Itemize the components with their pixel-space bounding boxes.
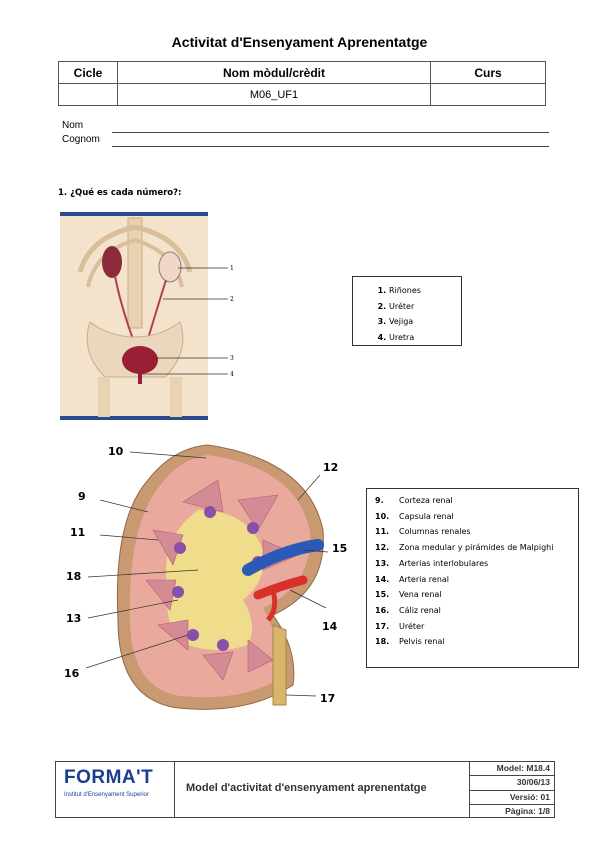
question-1: 1. ¿Qué es cada número?:: [58, 188, 182, 198]
answer-item: 16.Cáliz renal: [375, 605, 441, 615]
col-cicle: Cicle: [58, 61, 118, 84]
cicle-value[interactable]: [58, 83, 118, 106]
answer-item: Vejiga: [389, 314, 461, 330]
fig2-number: 10: [108, 445, 124, 458]
formaT-logo: FORMA'T Institut d'Ensenyament Superior: [56, 762, 175, 817]
fig2-number: 9: [78, 490, 86, 503]
fig2-number: 17: [320, 692, 335, 705]
modul-value[interactable]: M06_UF1: [117, 83, 431, 106]
col-modul: Nom mòdul/crèdit: [117, 61, 431, 84]
page-footer: FORMA'T Institut d'Ensenyament Superior …: [55, 761, 555, 818]
header-table: Cicle Nom mòdul/crèdit Curs M06_UF1: [58, 61, 546, 106]
answer-item: Riñones: [389, 283, 461, 299]
cognom-field[interactable]: [112, 146, 549, 147]
logo-text: FORMA'T: [64, 767, 154, 788]
answer-item: 13.Arterias interlobulares: [375, 558, 489, 568]
logo-subtitle: Institut d'Ensenyament Superior: [64, 792, 149, 798]
answers-box-2: 9.Corteza renal 10.Capsula renal 11.Colu…: [366, 488, 579, 668]
footer-meta: Model: M18.4 30/06/13 Versió: 01 Pàgina:…: [469, 762, 554, 817]
model-code: Model: M18.4: [470, 762, 554, 777]
curs-value[interactable]: [430, 83, 546, 106]
nom-label: Nom: [62, 120, 84, 131]
answer-item: 12.Zona medular y pirámides de Malpighi: [375, 543, 554, 553]
fig1-number: 2: [230, 296, 234, 303]
fig1-number: 1: [230, 265, 234, 272]
answer-item: 9.Corteza renal: [375, 496, 453, 505]
answer-item: 15.Vena renal: [375, 590, 442, 600]
page-title: Activitat d'Ensenyament Aprenentatge: [171, 34, 428, 50]
answer-item: Uréter: [389, 299, 461, 315]
doc-date: 30/06/13: [470, 776, 554, 791]
fig1-number: 4: [230, 371, 234, 378]
answer-item: 10.Capsula renal: [375, 511, 454, 521]
answer-item: 18.Pelvis renal: [375, 637, 445, 647]
fig2-number: 18: [66, 570, 81, 583]
kidney-section-figure: 10 12 9 11 15 18 13 14 16 17: [64, 444, 347, 710]
fig2-number: 16: [64, 667, 80, 680]
fig1-number: 3: [230, 355, 234, 362]
fig2-number: 15: [332, 542, 347, 555]
doc-version: Versió: 01: [470, 791, 554, 805]
answers-box-1: Riñones Uréter Vejiga Uretra: [352, 276, 462, 346]
answer-item: Uretra: [389, 330, 461, 346]
col-curs: Curs: [430, 61, 546, 84]
fig2-number: 13: [66, 612, 81, 625]
urinary-system-figure: 1 2 3 4: [60, 212, 234, 420]
page-number: Pàgina: 1/8: [505, 805, 550, 816]
cognom-label: Cognom: [62, 134, 100, 145]
answer-item: 11.Columnas renales: [375, 527, 471, 537]
answer-item: 17.Uréter: [375, 621, 425, 631]
fig2-number: 11: [70, 526, 85, 539]
fig2-number: 12: [323, 461, 338, 474]
fig2-number: 14: [322, 620, 338, 633]
footer-title: Model d'activitat d'ensenyament aprenent…: [186, 782, 427, 794]
answer-item: 14.Arteria renal: [375, 574, 450, 584]
nom-field[interactable]: [112, 132, 549, 133]
